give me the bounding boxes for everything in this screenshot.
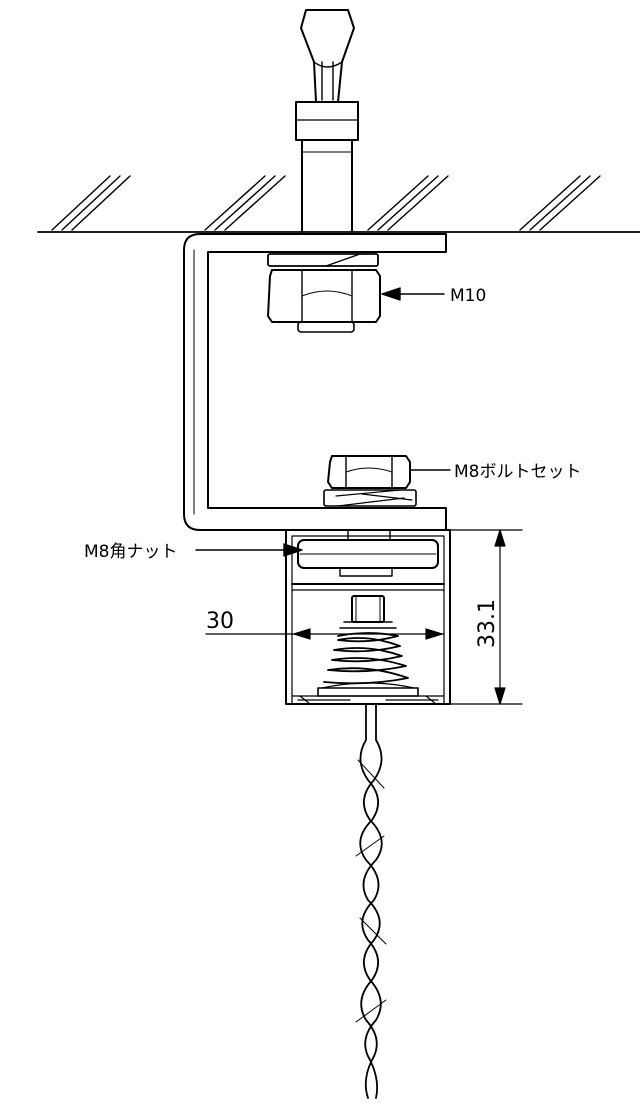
- m8-bolt-set: [323, 455, 417, 507]
- label-m10: M10: [450, 286, 486, 306]
- m10-nut-assembly: [267, 253, 381, 333]
- hanging-wire: [355, 703, 387, 1099]
- m8-square-nut: [297, 529, 439, 577]
- height-dimension: [449, 529, 523, 705]
- leader-m10: [381, 287, 445, 301]
- label-m8-square-nut: M8角ナット: [84, 542, 177, 562]
- spring-assembly: [317, 595, 419, 697]
- label-m8-bolt-set: M8ボルトセット: [454, 462, 581, 482]
- c-bracket: [183, 233, 447, 531]
- anchor-bolt: [295, 9, 359, 233]
- dimension-height-label: 33.1: [475, 599, 500, 648]
- width-dimension: [205, 628, 445, 640]
- ceiling-slab: [37, 175, 640, 233]
- channel-box: [285, 529, 451, 705]
- dimension-width-label: 30: [206, 609, 234, 634]
- leader-m8-square-nut: [195, 543, 303, 557]
